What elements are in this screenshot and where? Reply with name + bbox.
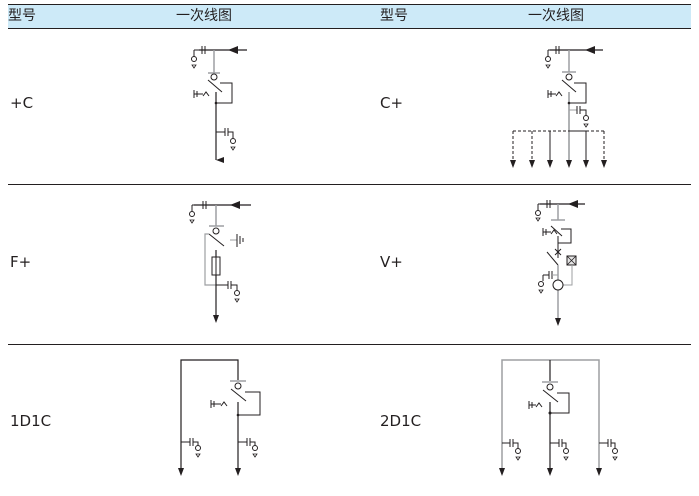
outgoing-branches (510, 130, 607, 168)
capacitor-voltage-indicator-icon (238, 438, 258, 458)
down-arrow-icon (529, 160, 535, 168)
earthing-switch-icon (528, 401, 543, 409)
capacitor-voltage-indicator-icon (545, 46, 560, 69)
earthing-switch-icon (210, 400, 228, 408)
circuit-breaker-icon (546, 251, 559, 266)
load-switch-icon (542, 389, 570, 414)
model-label-1d1c: 1D1C (10, 412, 52, 430)
model-label-f-plus: F+ (10, 253, 32, 271)
down-arrow-icon (583, 160, 589, 168)
model-label-2d1c: 2D1C (380, 412, 422, 430)
capacitor-voltage-indicator-icon (569, 106, 589, 128)
capacitor-voltage-indicator-icon (189, 201, 207, 224)
incoming-feeder-arrow-icon (550, 46, 603, 54)
header-model-label-right: 型号 (380, 8, 408, 24)
disconnector-icon (550, 225, 572, 258)
capacitor-voltage-indicator-icon (502, 439, 521, 461)
capacitor-voltage-indicator-icon (550, 439, 569, 461)
load-switch-icon (561, 79, 587, 104)
capacitor-voltage-indicator-icon (191, 46, 206, 69)
model-label-c-plus: C+ (380, 94, 404, 112)
load-switch-icon (208, 233, 225, 247)
header-diagram-label-right: 一次线图 (528, 8, 584, 24)
earthing-switch-icon (547, 90, 563, 98)
table-header: 型号 一次线图 型号 一次线图 (8, 4, 691, 29)
diagram-f-plus (189, 201, 251, 323)
capacitor-voltage-indicator-icon (535, 200, 551, 222)
incoming-feeder-arrow-icon (199, 46, 247, 54)
model-label-plus-c: +C (10, 94, 34, 112)
diagram-1d1c (178, 359, 261, 476)
current-transformer-icon (552, 279, 564, 291)
capacitor-voltage-indicator-icon (599, 439, 618, 461)
earthing-icon (230, 234, 244, 247)
capacitor-voltage-indicator-icon (216, 281, 240, 303)
row-divider (8, 184, 691, 185)
header-model-label-left: 型号 (8, 8, 36, 24)
model-label-v-plus: V+ (380, 253, 403, 271)
earthing-switch-icon (193, 90, 210, 98)
load-switch-icon (230, 388, 261, 416)
capacitor-voltage-indicator-icon (181, 438, 201, 458)
breaker-contact-icon (554, 248, 562, 256)
capacitor-voltage-indicator-icon (216, 128, 236, 151)
earthing-switch-icon (542, 228, 558, 236)
down-arrow-icon (510, 160, 516, 168)
diagram-v-plus (535, 200, 585, 326)
row-divider (8, 344, 691, 345)
diagram-2d1c (499, 359, 618, 476)
header-diagram-label-left: 一次线图 (176, 8, 232, 24)
diagram-c-plus (510, 46, 607, 168)
trip-indicator-icon (563, 255, 577, 286)
down-arrow-icon (601, 160, 607, 168)
down-arrow-icon (547, 160, 553, 168)
load-switch-icon (207, 79, 233, 104)
diagram-plus-c (191, 46, 247, 163)
capacitor-voltage-indicator-icon (538, 271, 558, 294)
